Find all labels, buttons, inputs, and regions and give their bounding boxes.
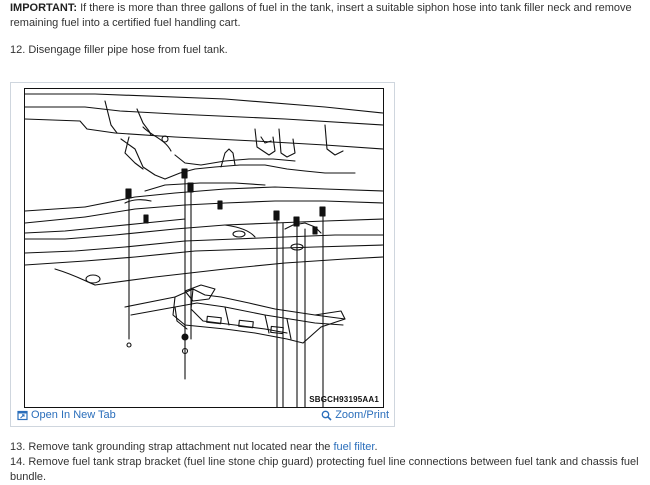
open-in-new-tab-button[interactable]: Open In New Tab [17, 409, 116, 421]
important-label: IMPORTANT: [10, 2, 78, 14]
figure-illustration: SBGCH93195AA1 [24, 88, 384, 408]
figure-toolbar: Open In New Tab Zoom/Print [11, 407, 394, 426]
step-13-end: . [374, 441, 378, 453]
fuel-tank-bracket-drawing [25, 93, 383, 407]
open-in-new-tab-icon [17, 410, 28, 420]
step-12: 12. Disengage filler pipe hose from fuel… [10, 44, 228, 56]
important-text: If there is more than three gallons of f… [10, 2, 632, 29]
magnifier-icon [321, 410, 332, 421]
important-note: IMPORTANT: If there is more than three g… [10, 1, 646, 31]
step-13: 13. Remove tank grounding strap attachme… [10, 440, 646, 455]
step-14: 14. Remove fuel tank strap bracket (fuel… [10, 456, 639, 483]
open-in-new-tab-label: Open In New Tab [31, 409, 116, 421]
fuel-filter-link[interactable]: fuel filter [333, 441, 375, 453]
zoom-print-button[interactable]: Zoom/Print [321, 409, 389, 421]
figure-code: SBGCH93195AA1 [309, 395, 379, 404]
figure-container: SBGCH93195AA1 Open In New Tab Zoom/Print [10, 82, 395, 427]
step-13-text: 13. Remove tank grounding strap attachme… [10, 441, 334, 453]
zoom-print-label: Zoom/Print [335, 409, 389, 421]
